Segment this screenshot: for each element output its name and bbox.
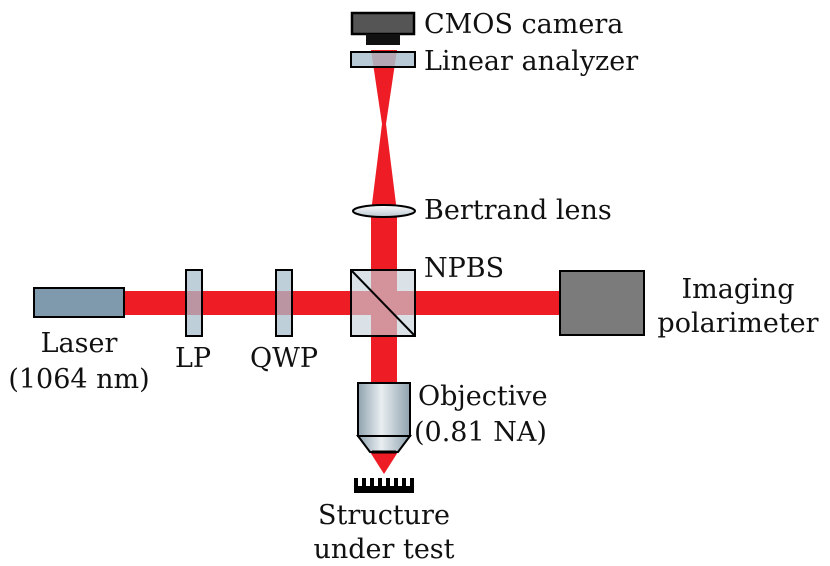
cmos-camera-body xyxy=(350,11,416,36)
laser-source xyxy=(33,287,125,318)
linear-polarizer-plate xyxy=(185,269,203,337)
label-linear-analyzer: Linear analyzer xyxy=(424,46,638,77)
linear-analyzer xyxy=(350,51,416,68)
label-imaging-polarimeter-2: polarimeter xyxy=(657,308,818,339)
label-bertrand-lens: Bertrand lens xyxy=(424,195,612,226)
vertical-beam-middle xyxy=(371,212,397,272)
structure-under-test xyxy=(354,478,414,493)
label-npbs: NPBS xyxy=(424,253,504,284)
objective-body xyxy=(357,382,411,437)
label-structure-1: Structure xyxy=(318,500,450,531)
label-laser-1: Laser xyxy=(41,328,118,359)
bertrand-lens xyxy=(352,204,416,218)
label-structure-2: under test xyxy=(313,534,454,565)
label-objective-1: Objective xyxy=(418,381,548,412)
npbs-splitting-surface xyxy=(350,269,416,337)
label-laser-2: (1064 nm) xyxy=(8,364,149,395)
cmos-camera-mount xyxy=(366,34,400,45)
focused-beam xyxy=(371,50,397,212)
label-cmos-camera: CMOS camera xyxy=(424,9,623,40)
imaging-polarimeter-box xyxy=(559,270,645,336)
label-objective-2: (0.81 NA) xyxy=(414,417,547,448)
objective-nose xyxy=(356,435,412,453)
label-imaging-polarimeter-1: Imaging xyxy=(682,274,795,305)
quarter-wave-plate xyxy=(275,269,293,337)
objective-focus-cone xyxy=(370,452,398,474)
label-lp: LP xyxy=(175,343,211,374)
label-qwp: QWP xyxy=(250,343,318,374)
